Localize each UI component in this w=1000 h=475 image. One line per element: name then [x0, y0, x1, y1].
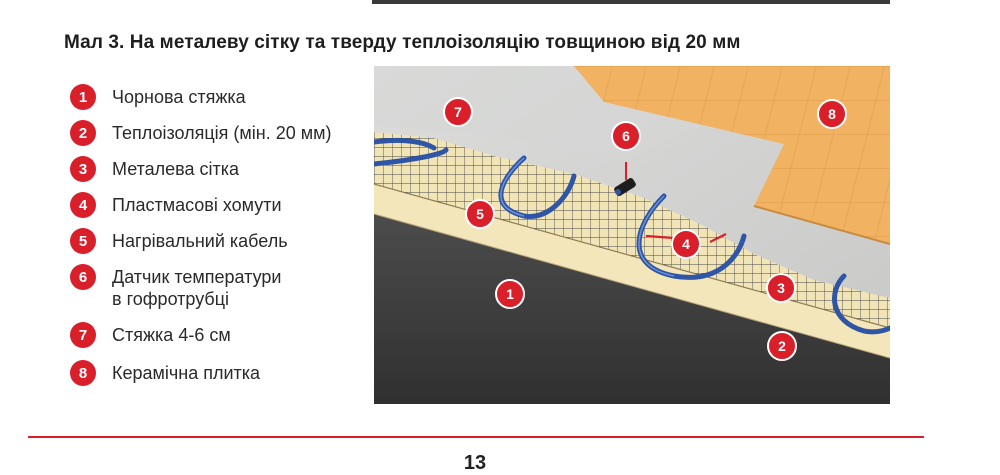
figure-badge-1: 1: [495, 279, 525, 309]
number-badge: 8: [70, 360, 96, 386]
legend-item-5: 5 Нагрівальний кабель: [70, 228, 288, 254]
figure-badge-6: 6: [611, 121, 641, 151]
number-badge: 1: [70, 84, 96, 110]
number-badge: 6: [70, 264, 96, 290]
legend-label: Чорнова стяжка: [112, 87, 246, 107]
legend-label: Стяжка 4-6 см: [112, 325, 231, 345]
figure-badge-6-label: 6: [622, 128, 630, 144]
figure-badge-5: 5: [465, 199, 495, 229]
ceramic-tile-layer: [574, 66, 890, 244]
figure-badge-2-label: 2: [778, 338, 786, 354]
legend-label: Пластмасові хомути: [112, 195, 282, 215]
figure-badge-8-label: 8: [828, 106, 836, 122]
figure-badge-1-label: 1: [506, 286, 514, 302]
number-badge: 2: [70, 120, 96, 146]
figure-badge-3-label: 3: [777, 280, 785, 296]
figure-badge-4-label: 4: [682, 236, 690, 252]
temperature-sensor: [614, 162, 636, 196]
floor-heating-cross-section: 7 8 6 5 4 3 1: [374, 66, 890, 404]
figure-badge-7-label: 7: [454, 104, 462, 120]
previous-figure-frame: [372, 0, 890, 4]
legend-label: Теплоізоляція (мін. 20 мм): [112, 123, 332, 143]
legend-label: Металева сітка: [112, 159, 240, 179]
number-badge: 3: [70, 156, 96, 182]
legend-label-line-1: Датчик температури: [112, 267, 282, 287]
figure-badge-8: 8: [817, 99, 847, 129]
number-badge: 4: [70, 192, 96, 218]
legend-label: Датчик температури в гофротрубці: [112, 266, 281, 310]
legend-item-4: 4 Пластмасові хомути: [70, 192, 282, 218]
page-number: 13: [463, 452, 487, 474]
legend-item-7: 7 Стяжка 4-6 см: [70, 322, 231, 348]
number-badge: 5: [70, 228, 96, 254]
figure-badge-5-label: 5: [476, 206, 484, 222]
rough-screed-layer: [374, 214, 890, 404]
legend-item-8: 8 Керамічна плитка: [70, 360, 260, 386]
legend-item-1: 1 Чорнова стяжка: [70, 84, 246, 110]
figure-caption: Мал 3. На металеву сітку та тверду тепло…: [64, 32, 741, 53]
figure-badge-4: 4: [671, 229, 701, 259]
figure-badge-7: 7: [443, 97, 473, 127]
insulation-layer: [374, 184, 890, 358]
legend-item-2: 2 Теплоізоляція (мін. 20 мм): [70, 120, 332, 146]
legend-item-3: 3 Металева сітка: [70, 156, 239, 182]
figure-badges: 7 8 6 5 4 3 1: [443, 97, 847, 361]
figure-badge-2: 2: [767, 331, 797, 361]
legend-label: Нагрівальний кабель: [112, 231, 288, 251]
legend-label: Керамічна плитка: [112, 363, 261, 383]
legend-item-6: 6 Датчик температури в гофротрубці: [70, 264, 281, 310]
number-badge: 7: [70, 322, 96, 348]
legend-label-line-2: в гофротрубці: [112, 289, 230, 309]
figure-badge-3: 3: [766, 273, 796, 303]
footer-divider: [28, 436, 924, 438]
plastic-clamps: [645, 233, 727, 243]
